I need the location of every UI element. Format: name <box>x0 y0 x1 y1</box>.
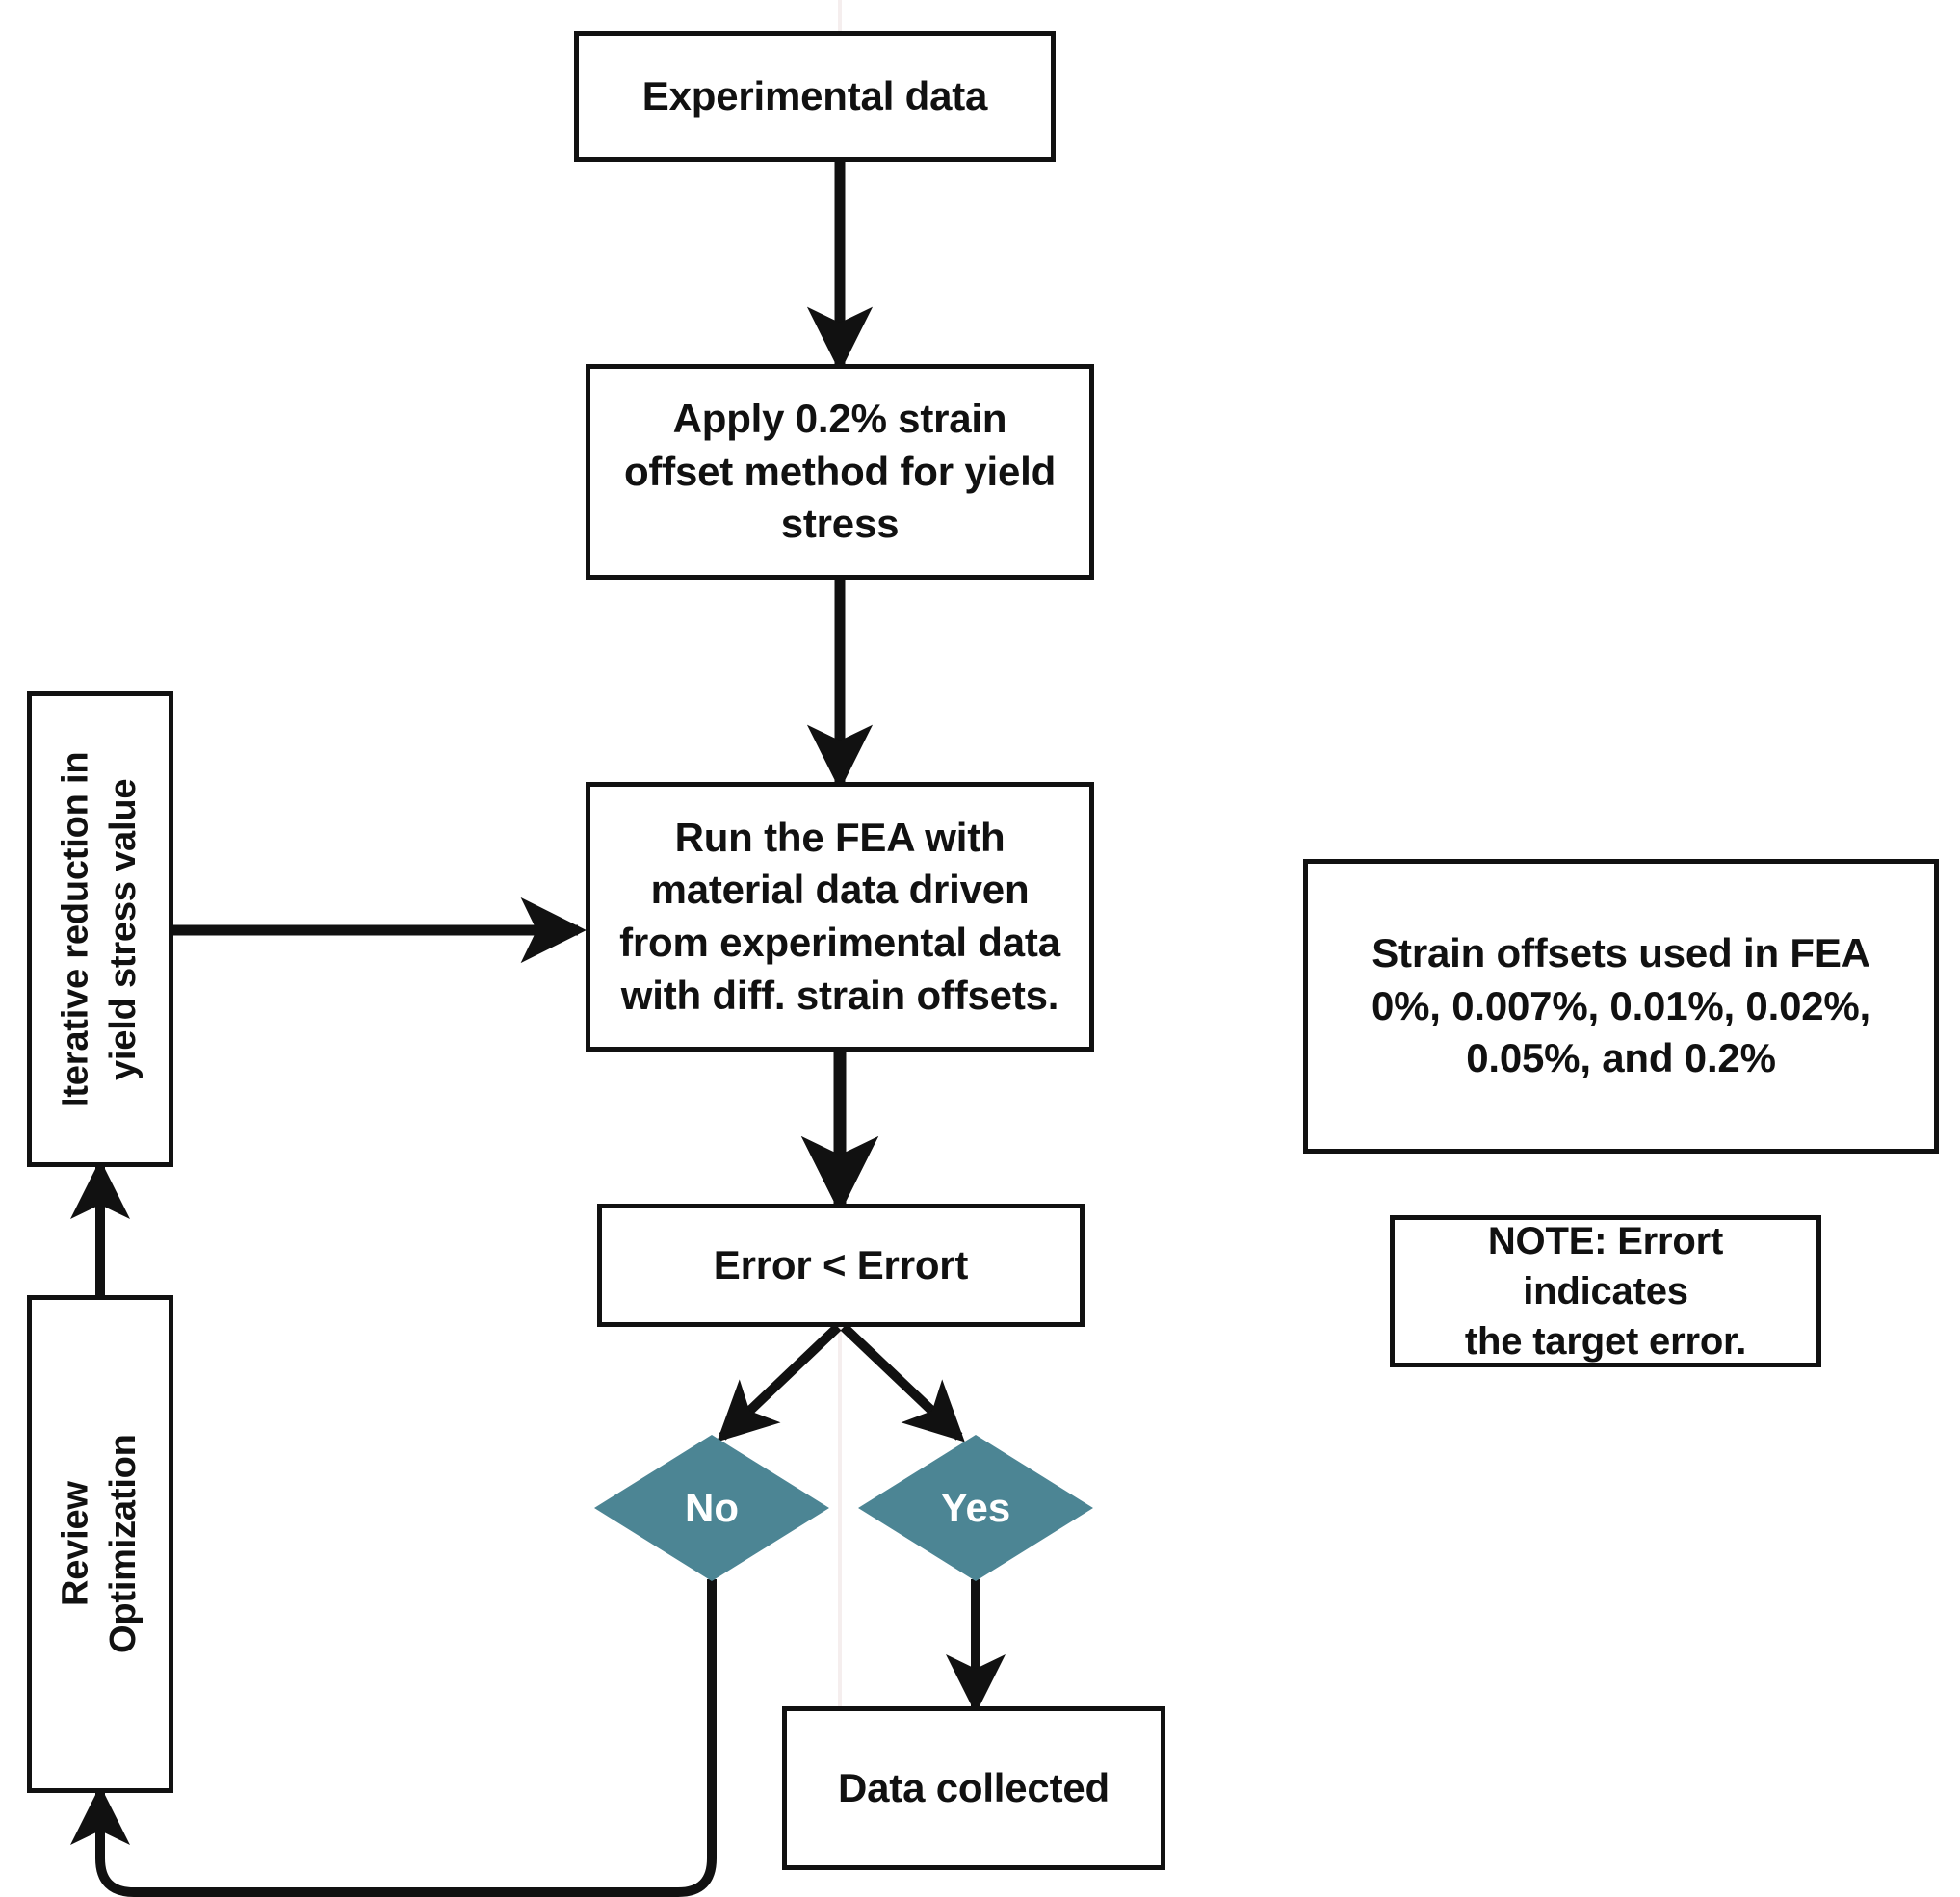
annotation-strain-offsets[interactable]: Strain offsets used in FEA 0%, 0.007%, 0… <box>1303 859 1939 1154</box>
node-decision-no[interactable]: No <box>592 1433 831 1583</box>
node-run-fea-label: Run the FEA with material data driven fr… <box>619 814 1060 1018</box>
annotation-note-label: NOTE: Errort indicates the target error. <box>1464 1220 1747 1363</box>
decision-no-shape <box>594 1435 829 1581</box>
edge-errorcheck-to-no <box>717 1323 842 1442</box>
annotation-strain-offsets-label: Strain offsets used in FEA 0%, 0.007%, 0… <box>1371 930 1870 1081</box>
node-error-check[interactable]: Error < Errort <box>597 1204 1085 1327</box>
node-apply-offset[interactable]: Apply 0.2% strain offset method for yiel… <box>586 364 1094 580</box>
edge-no-to-review <box>70 1579 717 1897</box>
node-experimental-data[interactable]: Experimental data <box>574 31 1056 162</box>
decision-yes-shape <box>858 1435 1093 1581</box>
node-iterative-reduction-label: Iterative reduction in yield stress valu… <box>55 751 144 1107</box>
node-run-fea[interactable]: Run the FEA with material data driven fr… <box>586 782 1094 1052</box>
node-data-collected-label: Data collected <box>838 1764 1110 1810</box>
node-iterative-reduction[interactable]: Iterative reduction in yield stress valu… <box>27 691 173 1167</box>
node-decision-yes[interactable]: Yes <box>856 1433 1095 1583</box>
node-apply-offset-label: Apply 0.2% strain offset method for yiel… <box>623 396 1057 547</box>
node-data-collected[interactable]: Data collected <box>782 1706 1165 1870</box>
edge-errorcheck-to-yes <box>840 1323 965 1442</box>
node-review-optimization-label: Review Optimization <box>55 1434 144 1654</box>
node-experimental-data-label: Experimental data <box>641 72 988 118</box>
annotation-note[interactable]: NOTE: Errort indicates the target error. <box>1390 1215 1821 1367</box>
node-review-optimization[interactable]: Review Optimization <box>27 1295 173 1793</box>
node-error-check-label: Error < Errort <box>713 1241 969 1287</box>
